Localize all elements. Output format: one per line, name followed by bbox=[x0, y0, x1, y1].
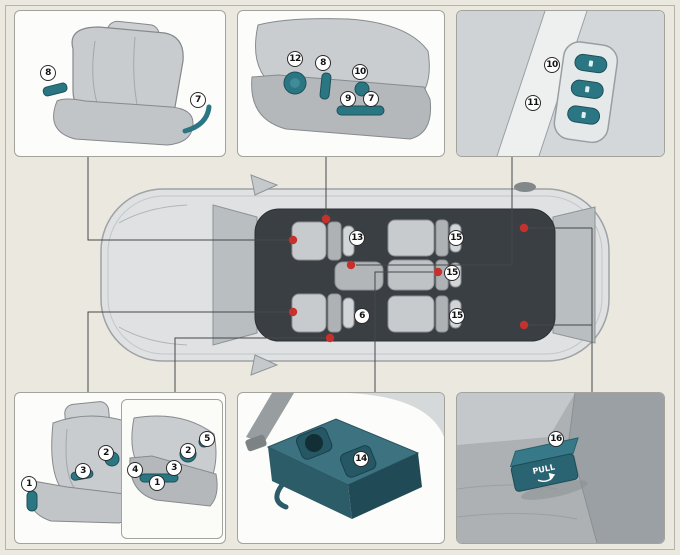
callout-rear-headrest-left: 15 bbox=[448, 230, 464, 246]
recline-rod-control bbox=[182, 104, 212, 134]
callout-marker: 2 bbox=[180, 443, 196, 459]
side-lever-control bbox=[42, 82, 68, 97]
callout-marker: 3 bbox=[75, 463, 91, 479]
panel-door-memory-switches: 10 11 bbox=[456, 10, 665, 157]
callout-marker: 10 bbox=[544, 57, 560, 73]
callout-marker: 5 bbox=[199, 431, 215, 447]
seat-cushion bbox=[53, 98, 194, 146]
callout-marker: 14 bbox=[353, 451, 369, 467]
memory-switch-plate bbox=[553, 41, 619, 144]
slide-bar-handle bbox=[26, 490, 38, 512]
callout-marker: 16 bbox=[548, 431, 564, 447]
callout-marker: 4 bbox=[127, 462, 143, 478]
backrest-switch bbox=[319, 72, 332, 100]
callout-marker: 10 bbox=[352, 64, 368, 80]
inset-seat-side-controls: 4 1 3 2 5 bbox=[121, 399, 223, 539]
rear-window bbox=[552, 206, 596, 344]
seat-side-controls-illustration bbox=[129, 415, 218, 507]
callout-marker: 7 bbox=[363, 91, 379, 107]
car-top-view-illustration bbox=[100, 174, 610, 376]
fin-antenna bbox=[514, 182, 536, 192]
panel-rear-armrest: 14 bbox=[237, 392, 445, 544]
callout-marker: 1 bbox=[149, 475, 165, 491]
front-seat-illustration bbox=[42, 20, 212, 146]
panel-manual-seat-controls: 1 2 3 4 1 3 2 5 bbox=[14, 392, 226, 544]
callout-front-seat: 13 bbox=[349, 230, 365, 246]
armrest-strap bbox=[274, 482, 289, 510]
door-highlight-band bbox=[497, 11, 587, 156]
panel-seatback-folding-strap: PULL 16 bbox=[456, 392, 665, 544]
knob-center bbox=[290, 78, 300, 88]
callout-marker: 12 bbox=[287, 51, 303, 67]
callout-marker: 1 bbox=[21, 476, 37, 492]
callout-passenger-seat: 6 bbox=[354, 308, 370, 324]
pull-strap-handle: PULL bbox=[509, 437, 588, 500]
callout-marker: 3 bbox=[166, 460, 182, 476]
seat-cushion-background bbox=[348, 393, 444, 437]
rear-armrest-illustration bbox=[245, 393, 444, 519]
callout-marker: 8 bbox=[315, 55, 331, 71]
callout-rear-headrest-right: 15 bbox=[449, 308, 465, 324]
panel-power-seat-switches: 12 8 10 9 7 bbox=[237, 10, 445, 157]
front-passenger-seat bbox=[291, 293, 355, 333]
windshield bbox=[212, 204, 258, 346]
callout-marker: 11 bbox=[525, 95, 541, 111]
pull-arrow-head-icon bbox=[548, 472, 556, 481]
seatbelt-buckle bbox=[245, 434, 267, 452]
folding-strap-illustration: PULL bbox=[457, 393, 664, 543]
seat-base bbox=[457, 393, 575, 445]
door-edge bbox=[457, 11, 545, 156]
callout-rear-headrest-center: 15 bbox=[444, 265, 460, 281]
cupholder-hole bbox=[305, 434, 323, 452]
armrest-body bbox=[266, 418, 422, 519]
trim-panel bbox=[569, 393, 664, 543]
callout-marker: 2 bbox=[98, 445, 114, 461]
callout-marker: 9 bbox=[340, 91, 356, 107]
callout-marker: 7 bbox=[190, 92, 206, 108]
slide-switch-bar bbox=[336, 105, 385, 116]
front-driver-seat bbox=[291, 221, 355, 261]
seatbelt bbox=[246, 393, 294, 443]
center-console bbox=[334, 261, 384, 291]
panel-front-seat-side-view: 8 7 bbox=[14, 10, 226, 157]
door-trim-illustration bbox=[457, 11, 664, 156]
seat-switch-illustration bbox=[251, 18, 432, 140]
callout-marker: 8 bbox=[40, 65, 56, 81]
